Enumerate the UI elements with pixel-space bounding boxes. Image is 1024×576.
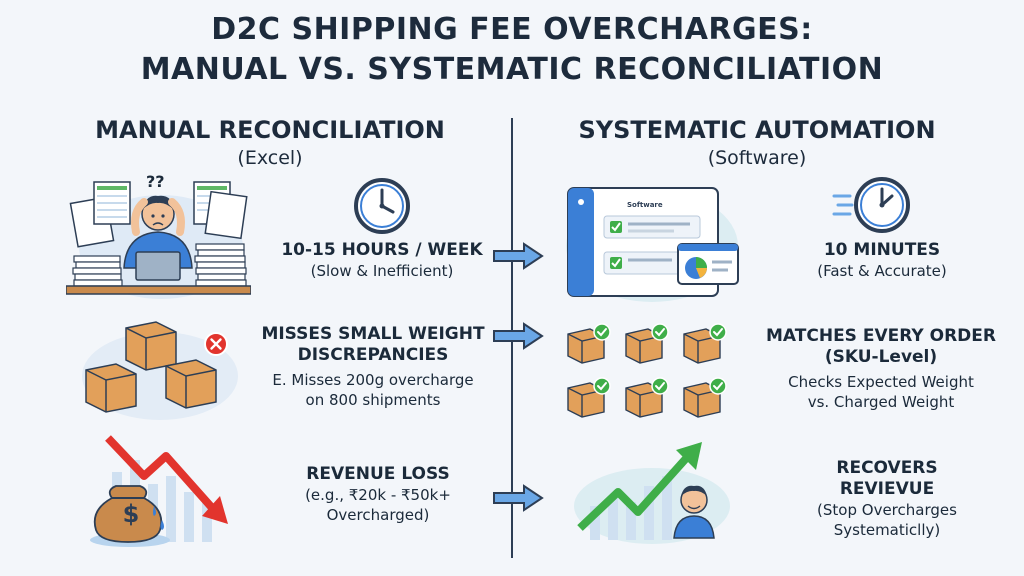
left-subheading: (Excel) <box>237 147 303 169</box>
right-row1-label: 10 MINUTES (Fast & Accurate) <box>817 240 947 280</box>
right-subheading: (Software) <box>707 147 807 169</box>
left-row1-label: 10-15 HOURS / WEEK (Slow & Inefficient) <box>281 240 483 280</box>
right-row2-label: MATCHES EVERY ORDER (SKU-Level) Checks E… <box>766 326 996 411</box>
page-title-line2: MANUAL VS. SYSTEMATIC RECONCILIATION <box>140 52 884 87</box>
dollar-icon: $ <box>122 500 140 528</box>
shipping-boxes-illustration <box>78 318 238 422</box>
arrow-right-icon <box>492 322 544 350</box>
spreadsheet-icon <box>69 181 248 248</box>
fast-clock-icon <box>832 174 914 236</box>
revenue-loss-illustration <box>82 432 242 550</box>
right-heading: SYSTEMATIC AUTOMATION <box>578 116 936 144</box>
revenue-growth-illustration <box>572 432 732 544</box>
left-heading: MANUAL RECONCILIATION <box>95 116 445 144</box>
arrow-right-icon <box>492 484 544 512</box>
page-title-line1: D2C SHIPPING FEE OVERCHARGES: <box>211 12 813 47</box>
stressed-worker-illustration <box>66 172 251 304</box>
checked-boxes-grid <box>562 318 752 430</box>
arrow-right-icon <box>492 242 544 270</box>
right-row3-label: RECOVERS REVIEVUE (Stop Overcharges Syst… <box>817 458 957 539</box>
clock-icon <box>352 176 412 236</box>
software-dashboard-illustration <box>562 176 752 306</box>
left-row3-label: REVENUE LOSS (e.g., ₹20k - ₹50k+ Overcha… <box>305 464 451 524</box>
close-icon <box>203 331 229 357</box>
left-row2-label: MISSES SMALL WEIGHT DISCREPANCIES E. Mis… <box>261 324 485 409</box>
confused-marks: ?? <box>146 172 165 191</box>
software-window-label: Software <box>627 201 663 209</box>
